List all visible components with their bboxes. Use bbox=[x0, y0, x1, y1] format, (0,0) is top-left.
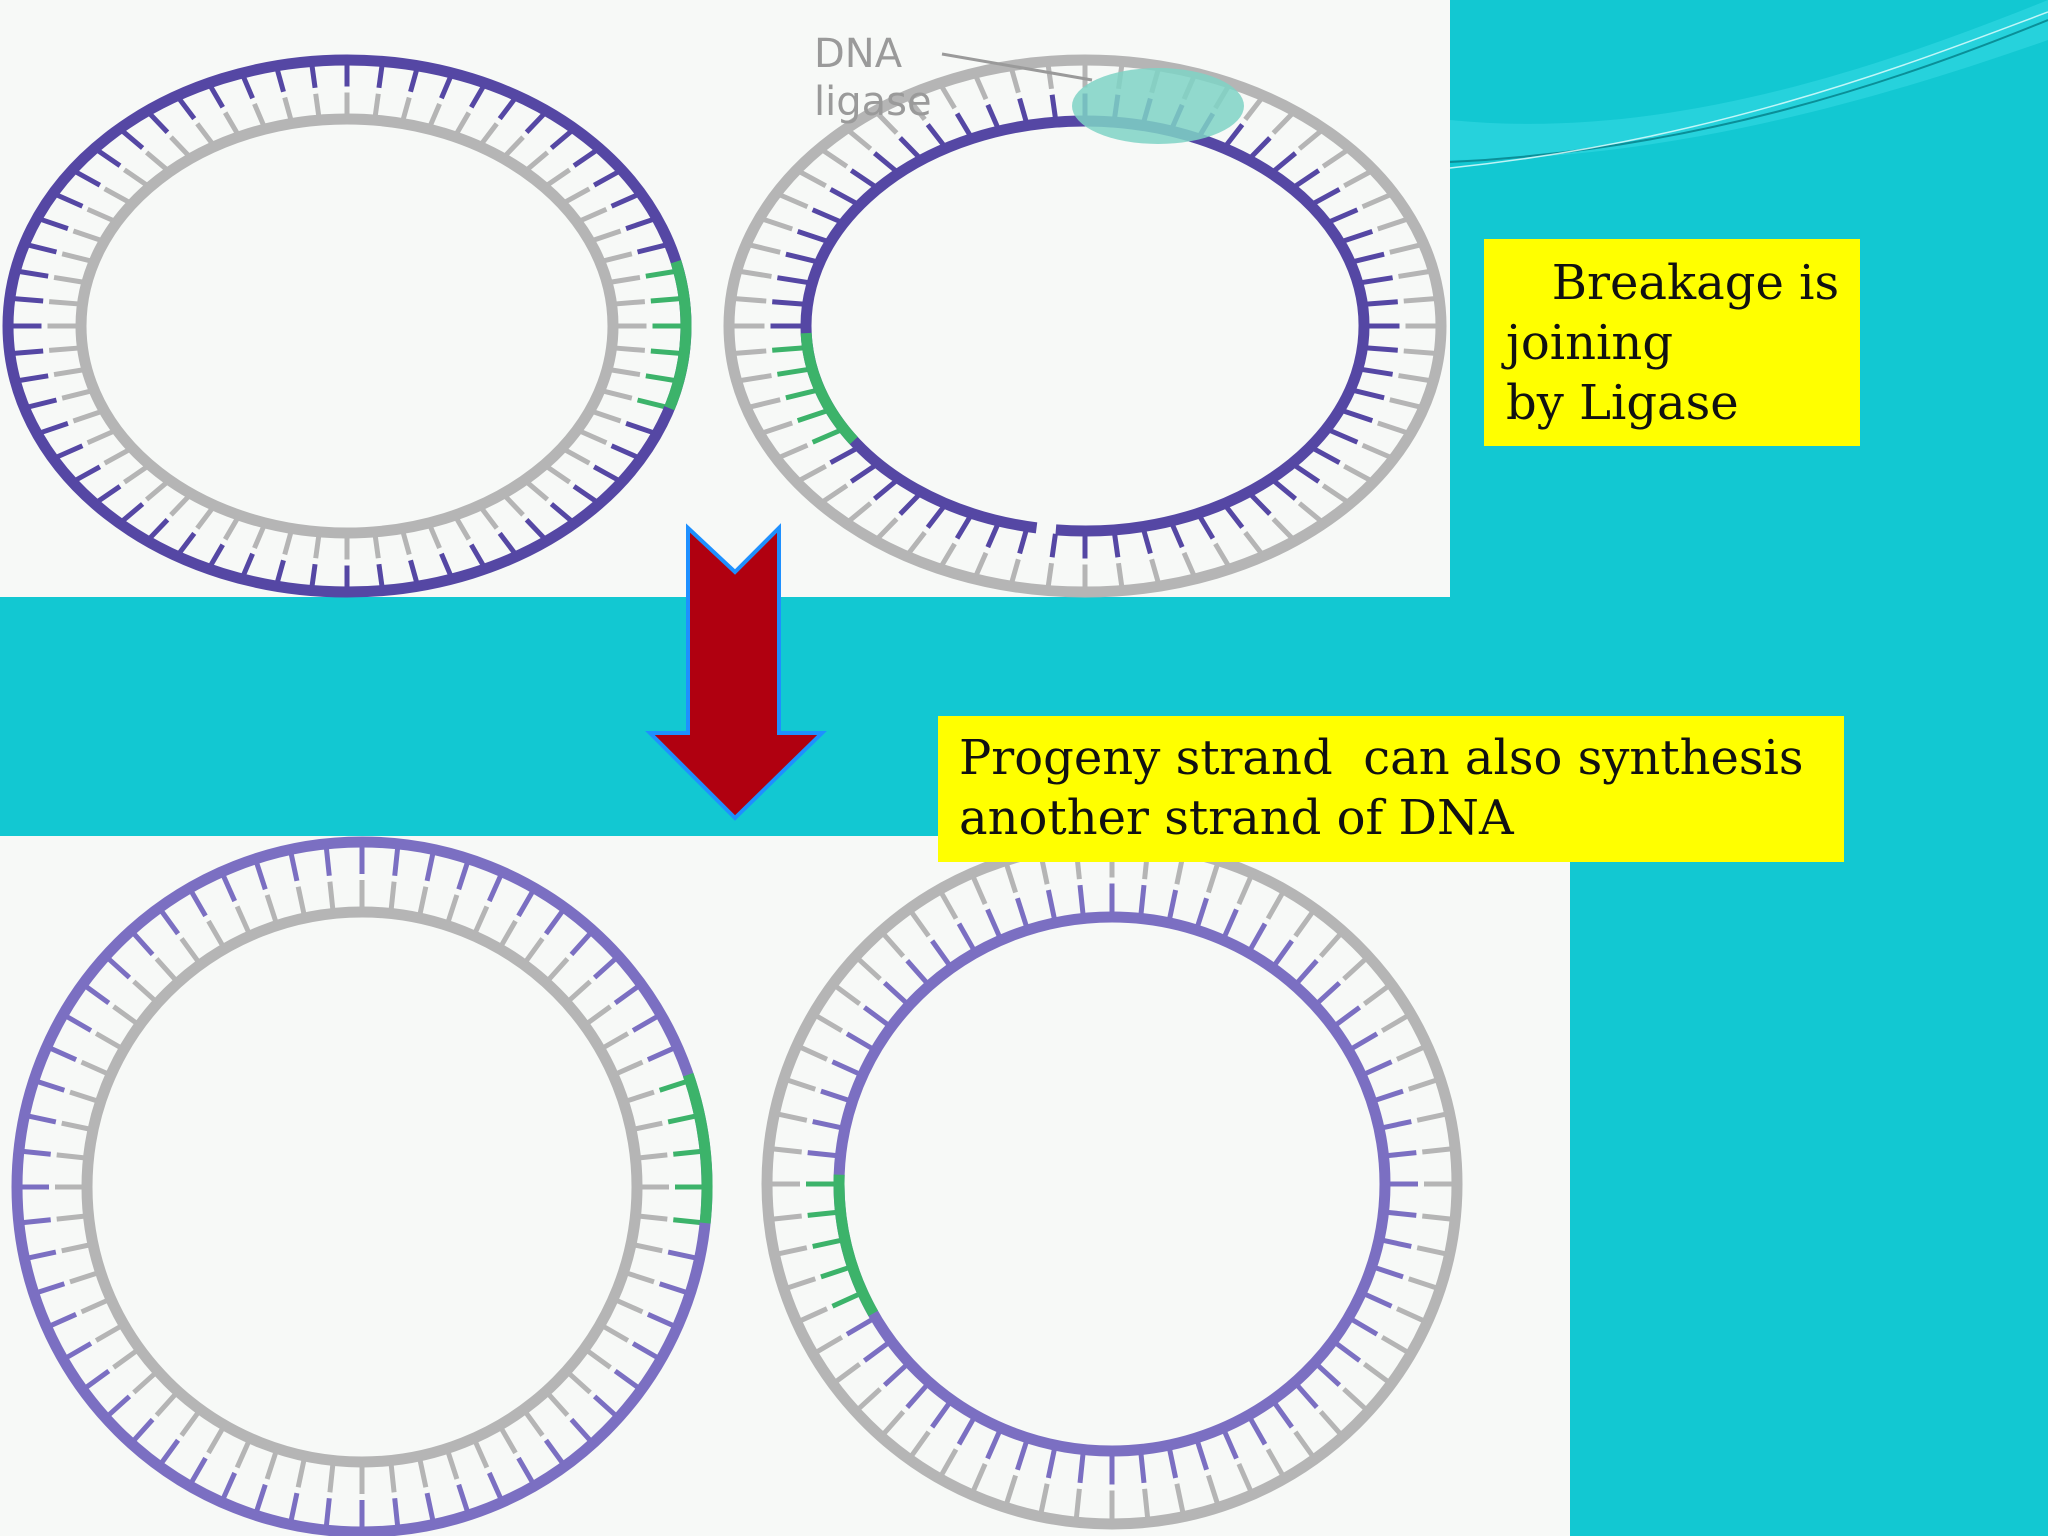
base-pair-outer-2-1 bbox=[1404, 351, 1435, 353]
base-pair-inner-1-1 bbox=[616, 348, 645, 350]
base-pair-inner-1-44 bbox=[316, 94, 319, 116]
base-pair-inner-1-46 bbox=[375, 94, 378, 116]
base-pair-inner-2-59 bbox=[1366, 302, 1397, 304]
base-pair-outer-2-31 bbox=[735, 299, 766, 301]
base-pair-inner-3-31 bbox=[57, 1155, 85, 1158]
base-pair-outer-2-44 bbox=[1048, 65, 1051, 88]
base-pair-outer-2-59 bbox=[1404, 299, 1435, 301]
base-pair-inner-4-31 bbox=[808, 1153, 837, 1156]
base-pair-outer-1-29 bbox=[14, 351, 43, 353]
base-pair-inner-1-59 bbox=[616, 302, 645, 304]
base-pair-inner-1-31 bbox=[49, 302, 78, 304]
base-pair-inner-4-16 bbox=[1080, 1454, 1083, 1483]
ligase-note-box: Breakage is joining by Ligase bbox=[1484, 239, 1860, 446]
base-pair-inner-3-59 bbox=[639, 1155, 667, 1158]
base-pair-outer-3-59 bbox=[673, 1151, 701, 1154]
base-pair-inner-1-14 bbox=[375, 536, 378, 558]
base-pair-inner-3-14 bbox=[391, 1464, 394, 1492]
base-pair-inner-2-31 bbox=[772, 302, 803, 304]
base-pair-inner-3-1 bbox=[639, 1216, 667, 1219]
base-pair-outer-4-31 bbox=[773, 1149, 802, 1152]
base-pair-outer-1-44 bbox=[312, 65, 315, 87]
base-pair-inner-2-14 bbox=[1115, 534, 1118, 557]
ligase-note-line-3: by Ligase bbox=[1506, 373, 1860, 433]
dna-label-text: DNA bbox=[814, 30, 932, 78]
base-pair-inner-3-16 bbox=[330, 1464, 333, 1492]
base-pair-inner-4-44 bbox=[1080, 885, 1083, 914]
base-pair-inner-2-1 bbox=[1366, 348, 1397, 350]
base-pair-outer-3-44 bbox=[326, 848, 329, 876]
base-pair-outer-1-31 bbox=[14, 299, 43, 301]
base-pair-inner-4-29 bbox=[808, 1212, 837, 1215]
base-pair-outer-1-46 bbox=[379, 65, 382, 87]
base-pair-outer-1-16 bbox=[312, 564, 315, 586]
base-pair-outer-2-29 bbox=[735, 351, 766, 353]
base-pair-inner-2-29 bbox=[772, 348, 803, 350]
base-pair-inner-1-29 bbox=[49, 348, 78, 350]
base-pair-outer-1-1 bbox=[651, 351, 680, 353]
ligase-note-line-1: Breakage is bbox=[1506, 253, 1860, 313]
base-pair-outer-3-14 bbox=[395, 1498, 398, 1526]
base-pair-inner-4-14 bbox=[1141, 1454, 1144, 1483]
base-pair-outer-1-59 bbox=[651, 299, 680, 301]
base-pair-outer-4-29 bbox=[773, 1216, 802, 1219]
base-pair-inner-2-44 bbox=[1052, 95, 1055, 118]
base-pair-outer-3-31 bbox=[23, 1151, 51, 1154]
base-pair-outer-3-16 bbox=[326, 1498, 329, 1526]
dna-ligase-label: DNA ligase bbox=[814, 30, 932, 126]
base-pair-outer-3-1 bbox=[673, 1220, 701, 1223]
base-pair-outer-3-46 bbox=[395, 848, 398, 876]
base-pair-inner-2-16 bbox=[1052, 534, 1055, 557]
base-pair-inner-3-46 bbox=[391, 882, 394, 910]
base-pair-inner-3-29 bbox=[57, 1216, 85, 1219]
base-pair-outer-2-16 bbox=[1048, 563, 1051, 586]
base-pair-outer-4-16 bbox=[1076, 1489, 1079, 1518]
progeny-note-box: Progeny strand can also synthesis anothe… bbox=[938, 716, 1844, 862]
progeny-note-line-1: Progeny strand can also synthesis bbox=[959, 728, 1844, 788]
base-pair-outer-4-1 bbox=[1422, 1216, 1451, 1219]
base-pair-outer-4-14 bbox=[1145, 1489, 1148, 1518]
ligase-label-text: ligase bbox=[814, 78, 932, 126]
base-pair-inner-1-16 bbox=[316, 536, 319, 558]
base-pair-outer-2-14 bbox=[1119, 563, 1122, 586]
ligase-enzyme bbox=[1072, 68, 1244, 144]
base-pair-inner-3-44 bbox=[330, 882, 333, 910]
base-pair-outer-3-29 bbox=[23, 1220, 51, 1223]
base-pair-inner-4-1 bbox=[1387, 1212, 1416, 1215]
base-pair-inner-4-46 bbox=[1141, 885, 1144, 914]
base-pair-outer-4-59 bbox=[1422, 1149, 1451, 1152]
ligase-note-line-2: joining bbox=[1506, 313, 1860, 373]
base-pair-outer-1-14 bbox=[379, 564, 382, 586]
base-pair-inner-4-59 bbox=[1387, 1153, 1416, 1156]
progeny-note-line-2: another strand of DNA bbox=[959, 788, 1844, 848]
